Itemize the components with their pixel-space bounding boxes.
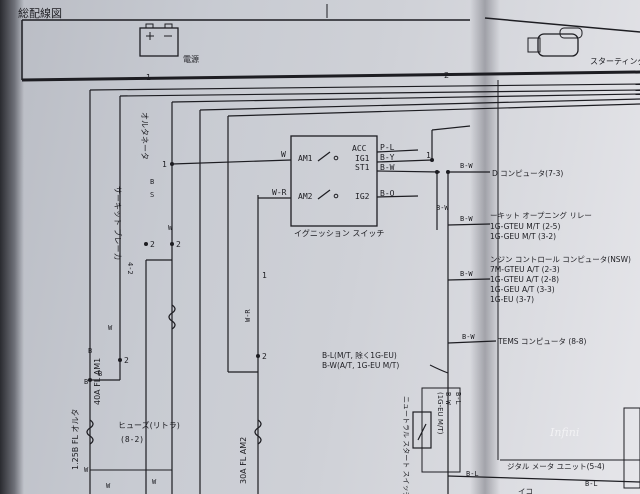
watermark: Infini	[549, 426, 579, 439]
connector-num-d: 2	[124, 356, 129, 365]
wire-label-bl-bottom: B-L	[466, 470, 479, 478]
column-number-1: 1	[146, 73, 151, 82]
neutral-start-sub-label: (1G-EU M/T)	[436, 392, 444, 435]
wire-label-w-3: W	[84, 466, 89, 474]
entry-co-2: 1G-GEU M/T (3-2)	[490, 232, 556, 241]
alternator-label: オルタネータ	[140, 112, 149, 160]
starter-motor-icon	[527, 27, 583, 57]
output-by-label: B-Y	[380, 153, 395, 162]
wire-label-bl-ns: B-L	[454, 392, 462, 405]
alternator-b-terminal: B	[150, 178, 154, 186]
acc-terminal-label: ACC	[352, 144, 367, 153]
wire-label-wr-am2: W-R	[272, 188, 287, 197]
neutral-start-switch-label: ニュートラル スタート スイッチ(A/T)	[402, 396, 411, 494]
wire-note-2: B-W(A/T, 1G-EU M/T)	[322, 361, 399, 370]
connector-num-e: 2	[262, 352, 267, 361]
connector-num-f: 1	[262, 271, 267, 280]
fusible-link-am1-label: 40A FL AM1	[93, 358, 102, 405]
wire-label-bw-vert: B-W	[436, 204, 449, 212]
ig1-terminal-label: IG1	[355, 154, 370, 163]
tail-fuse-label: ヒューズ(リトラ)	[118, 420, 180, 430]
page-gutter	[470, 0, 500, 494]
circuit-breaker-label: サーキット ブレーカ	[113, 186, 123, 261]
wire-label-w-2: W	[168, 224, 173, 232]
wire-label-bw-3: B-W	[460, 270, 473, 278]
entry-bottom-fragment: イコ	[518, 487, 533, 494]
wire-note-1: B-L(M/T, 除く1G-EU)	[322, 350, 397, 360]
fusible-link-am2-label: 30A FL AM2	[239, 437, 248, 484]
neutral-start-bracket	[421, 387, 461, 473]
wire-label-w-am1: W	[281, 150, 286, 159]
st1-terminal-label: ST1	[355, 163, 370, 172]
entry-ec-3: 1G-GEU A/T (3-3)	[490, 285, 555, 294]
entry-ec-2: 1G-GTEU A/T (2-8)	[490, 275, 559, 284]
wire-label-w-1: W	[108, 324, 113, 332]
right-edge-box	[623, 407, 640, 489]
wire-label-w-4: W	[106, 482, 111, 490]
output-bo-label: B-O	[380, 189, 395, 198]
wire-label-b-3: B	[84, 378, 88, 386]
entry-ec-4: 1G-EU (3-7)	[490, 295, 534, 304]
page-title: 総配線図	[18, 6, 62, 20]
tail-fuse-ref: (8-2)	[120, 435, 144, 444]
ignition-switch-box	[290, 135, 378, 227]
column-number-2: 2	[444, 71, 449, 80]
am1-terminal-label: AM1	[298, 154, 313, 163]
am2-terminal-label: AM2	[298, 192, 313, 201]
switch-contact-am2	[317, 189, 331, 200]
connector-num-a: 1	[162, 160, 167, 169]
wire-label-bw-ns: B-W	[444, 392, 452, 405]
wire-label-b-1: B	[88, 347, 92, 355]
switch-contact-am1	[317, 151, 331, 162]
ignition-switch-title: イグニッション スイッチ	[294, 228, 384, 238]
connector-number-1: 1	[426, 151, 431, 160]
fuse-am1-icon	[168, 304, 176, 330]
wire-label-bw-2: B-W	[460, 215, 473, 223]
wire-label-b-2: B	[98, 370, 102, 378]
wire-label-bw-1: B-W	[460, 162, 473, 170]
wire-label-wr-vert: W-R	[244, 309, 252, 322]
entry-engine-control: ンジン コントロール コンピュータ(NSW)	[490, 255, 631, 264]
wire-label-bl-right: B-L	[585, 480, 598, 488]
fuse-am2-icon	[254, 419, 262, 445]
entry-tems: TEMS コンピュータ (8-8)	[497, 337, 586, 346]
entry-ec-1: 7M-GTEU A/T (2-3)	[490, 265, 560, 274]
entry-co-1: 1G-GTEU M/T (2-5)	[490, 222, 560, 231]
alternator-s-terminal: S	[150, 191, 154, 199]
connector-num-b: 2	[176, 240, 181, 249]
battery-icon	[139, 23, 179, 57]
ig2-terminal-label: IG2	[355, 192, 370, 201]
wire-label-w-5: W	[152, 478, 157, 486]
fuse-alt-icon	[86, 419, 94, 445]
circuit-breaker-ref: 4-2	[126, 262, 134, 275]
output-pl-label: P-L	[380, 143, 395, 152]
binding-shadow	[0, 0, 24, 494]
starting-label: スターティング	[590, 56, 640, 66]
output-bw-label: B-W	[380, 163, 395, 172]
connector-num-c: 2	[150, 240, 155, 249]
fusible-link-alt-label: 1.25B FL オルタ	[71, 409, 80, 470]
entry-ecu: D コンピュータ(7-3)	[492, 169, 563, 178]
entry-digital-meter: ジタル メータ ユニット(5-4)	[507, 462, 605, 471]
entry-circuit-opening-relay: ーキット オープニング リレー	[490, 210, 592, 220]
wire-label-bw-4: B-W	[462, 333, 475, 341]
power-label: 電源	[183, 55, 199, 64]
